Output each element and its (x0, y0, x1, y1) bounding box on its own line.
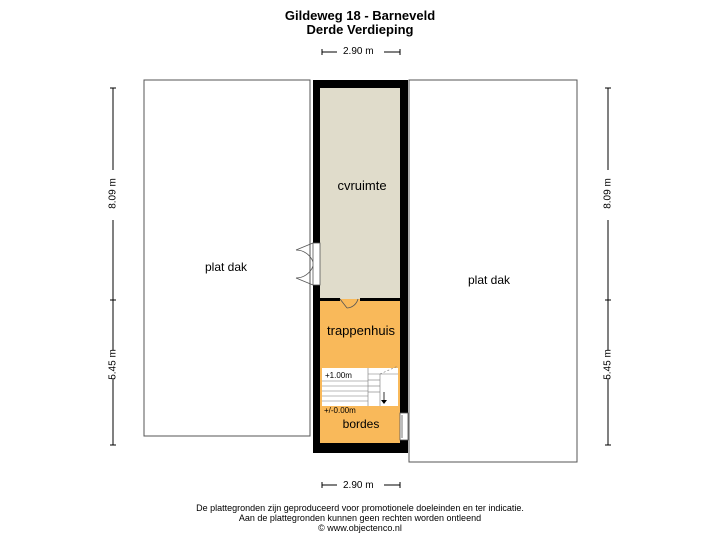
door-storage (339, 298, 359, 309)
storage-room (320, 88, 400, 299)
floor-subtitle: Derde Verdieping (306, 22, 414, 37)
dim-left-upper: 8.09 m (107, 178, 119, 209)
dim-top-width: 2.90 m (343, 46, 374, 57)
footer-disclaimer-1: De plattegronden zijn geproduceerd voor … (196, 503, 524, 513)
dim-bottom-width: 2.90 m (343, 480, 374, 491)
top-dimension-line (321, 49, 401, 55)
door-left-double (295, 242, 321, 286)
staircase (322, 365, 399, 406)
dim-left-lower: 5.45 m (107, 349, 119, 380)
roof-left-area (143, 79, 311, 437)
dim-right-lower: 5.45 m (602, 349, 614, 380)
label-landing: bordes (343, 417, 380, 431)
walls (313, 80, 408, 453)
roof-right-area (408, 79, 578, 463)
door-right (399, 412, 409, 441)
footer-copyright: © www.objectenco.nl (318, 523, 402, 533)
level-upper: +1.00m (325, 371, 352, 380)
bottom-dimension-line (321, 482, 401, 488)
label-roof-left: plat dak (205, 260, 248, 274)
label-roof-right: plat dak (468, 273, 511, 287)
label-stairwell: trappenhuis (327, 323, 395, 338)
level-lower: +/-0.00m (324, 406, 356, 415)
dim-right-upper: 8.09 m (602, 178, 614, 209)
left-dimension-line (110, 87, 116, 446)
plan-title: Gildeweg 18 - Barneveld (284, 8, 436, 23)
right-dimension-line (605, 87, 611, 446)
label-storage: cvruimte (337, 178, 386, 193)
footer-disclaimer-2: Aan de plattegronden kunnen geen rechten… (238, 513, 482, 523)
